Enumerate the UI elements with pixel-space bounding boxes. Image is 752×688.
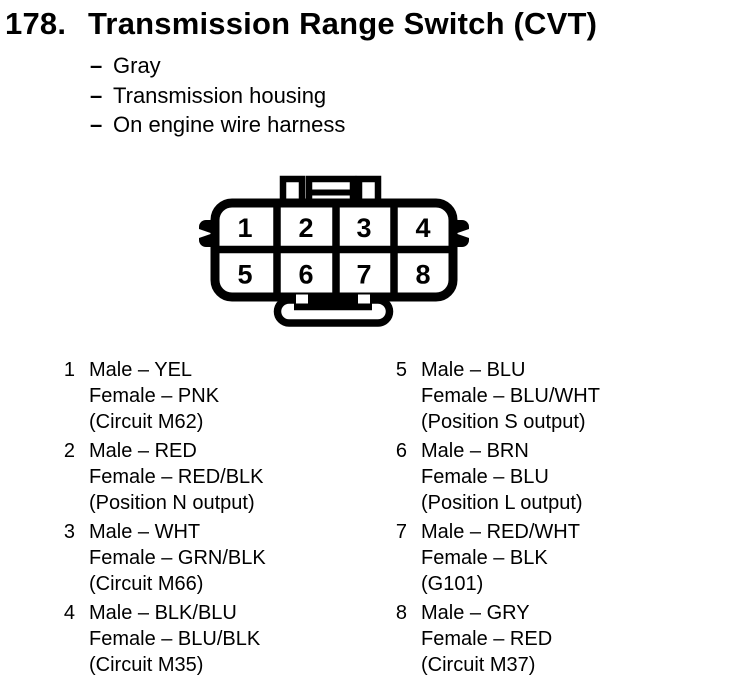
bullet-text: On engine wire harness [113, 112, 346, 137]
pin-number: 4 [415, 213, 430, 243]
pinout-entry: 8 Male – GRY Female – RED (Circuit M37) [390, 600, 600, 678]
bottom-latch [273, 294, 394, 327]
male-wire-color: Male – GRY [421, 602, 530, 624]
pinout-entry: 1 Male – YEL Female – PNK (Circuit M62) [58, 357, 266, 435]
circuit-note: (Position L output) [421, 492, 583, 514]
pin-index: 6 [395, 440, 407, 462]
connector-diagram: 1 2 3 4 5 6 7 8 [190, 170, 482, 330]
pinout-entry: 6 Male – BRN Female – BLU (Position L ou… [390, 438, 600, 516]
pin-index: 3 [63, 521, 75, 543]
list-item: – Transmission housing [90, 81, 345, 111]
female-wire-color: Female – RED [421, 628, 553, 650]
pin-number: 2 [298, 213, 313, 243]
circuit-note: (G101) [421, 573, 484, 595]
pin-number: 7 [356, 260, 371, 290]
female-wire-color: Female – GRN/BLK [89, 547, 266, 569]
female-wire-color: Female – PNK [89, 385, 220, 407]
bullet-dash: – [90, 53, 103, 78]
male-wire-color: Male – BLU [421, 359, 526, 381]
pinout-column-right: 5 Male – BLU Female – BLU/WHT (Position … [390, 357, 600, 681]
pin-number: 3 [356, 213, 371, 243]
connector-attributes-list: – Gray – Transmission housing – On engin… [90, 51, 345, 140]
female-wire-color: Female – RED/BLK [89, 466, 264, 488]
pin-index: 8 [395, 602, 407, 624]
pin-cell-grid [217, 205, 451, 295]
bullet-text: Gray [113, 53, 161, 78]
pin-index: 1 [63, 359, 75, 381]
pin-index: 5 [395, 359, 407, 381]
circuit-note: (Circuit M62) [89, 411, 204, 433]
female-wire-color: Female – BLU/WHT [421, 385, 600, 407]
male-wire-color: Male – BRN [421, 440, 529, 462]
female-wire-color: Female – BLK [421, 547, 548, 569]
circuit-note: (Circuit M37) [421, 654, 536, 676]
bullet-text: Transmission housing [113, 82, 327, 108]
list-item: – Gray [90, 51, 345, 81]
page-title: Transmission Range Switch (CVT) [88, 6, 598, 41]
page-heading: 178. Transmission Range Switch (CVT) [5, 6, 597, 42]
pin-index: 2 [63, 440, 75, 462]
pinout-entry: 2 Male – RED Female – RED/BLK (Position … [58, 438, 266, 516]
female-wire-color: Female – BLU/BLK [89, 628, 261, 650]
pin-number: 1 [237, 213, 252, 243]
pin-index: 4 [63, 602, 75, 624]
pinout-entry: 7 Male – RED/WHT Female – BLK (G101) [390, 519, 600, 597]
pin-number: 8 [415, 260, 430, 290]
circuit-note: (Position N output) [89, 492, 255, 514]
list-item: – On engine wire harness [90, 110, 345, 140]
male-wire-color: Male – RED [89, 440, 197, 462]
circuit-note: (Circuit M35) [89, 654, 204, 676]
pinout-column-left: 1 Male – YEL Female – PNK (Circuit M62) … [58, 357, 266, 681]
circuit-note: (Circuit M66) [89, 573, 204, 595]
bullet-dash: – [90, 112, 103, 137]
circuit-note: (Position S output) [421, 411, 586, 433]
male-wire-color: Male – WHT [89, 521, 201, 543]
pin-number: 5 [237, 260, 252, 290]
pinout-entry: 4 Male – BLK/BLU Female – BLU/BLK (Circu… [58, 600, 266, 678]
pin-index: 7 [395, 521, 407, 543]
pinout-entry: 5 Male – BLU Female – BLU/WHT (Position … [390, 357, 600, 435]
female-wire-color: Female – BLU [421, 466, 549, 488]
male-wire-color: Male – RED/WHT [421, 521, 580, 543]
heading-number: 178. [5, 6, 67, 41]
male-wire-color: Male – BLK/BLU [89, 602, 237, 624]
bullet-dash: – [90, 82, 103, 108]
pin-number: 6 [298, 260, 313, 290]
pinout-entry: 3 Male – WHT Female – GRN/BLK (Circuit M… [58, 519, 266, 597]
male-wire-color: Male – YEL [89, 359, 193, 381]
